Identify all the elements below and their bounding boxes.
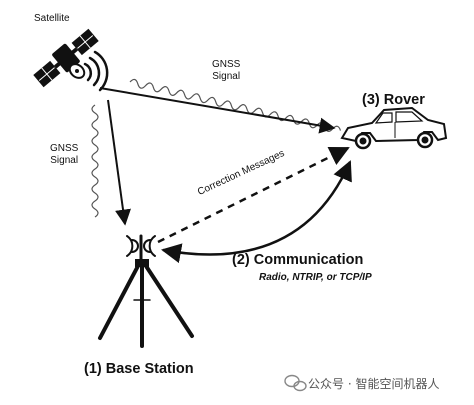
satellite-icon [33, 28, 99, 88]
gnss-signal-label-top: GNSS Signal [212, 59, 241, 82]
base-station-tripod-icon [98, 259, 194, 348]
communication-label: (2) Communication [232, 252, 364, 268]
satellite-signal-arcs [83, 50, 109, 92]
satellite-label: Satellite [34, 13, 70, 24]
gnss-signal-label-left: GNSS Signal [50, 143, 79, 166]
gnss-signal-wave-top [129, 78, 342, 132]
base-station-label: (1) Base Station [84, 361, 194, 377]
gnss-signal-wave-left [91, 104, 99, 218]
rover-car-icon [340, 106, 448, 150]
communication-subtitle: Radio, NTRIP, or TCP/IP [259, 272, 372, 283]
watermark-text: 公众号 · 智能空间机器人 [308, 377, 440, 391]
arrow-satellite-to-base [107, 99, 131, 226]
wechat-icon [284, 374, 307, 392]
base-antenna-signal-icon [126, 234, 156, 262]
arrow-communication [161, 160, 352, 264]
arrow-satellite-to-rover [99, 87, 336, 134]
rover-label: (3) Rover [362, 92, 425, 108]
